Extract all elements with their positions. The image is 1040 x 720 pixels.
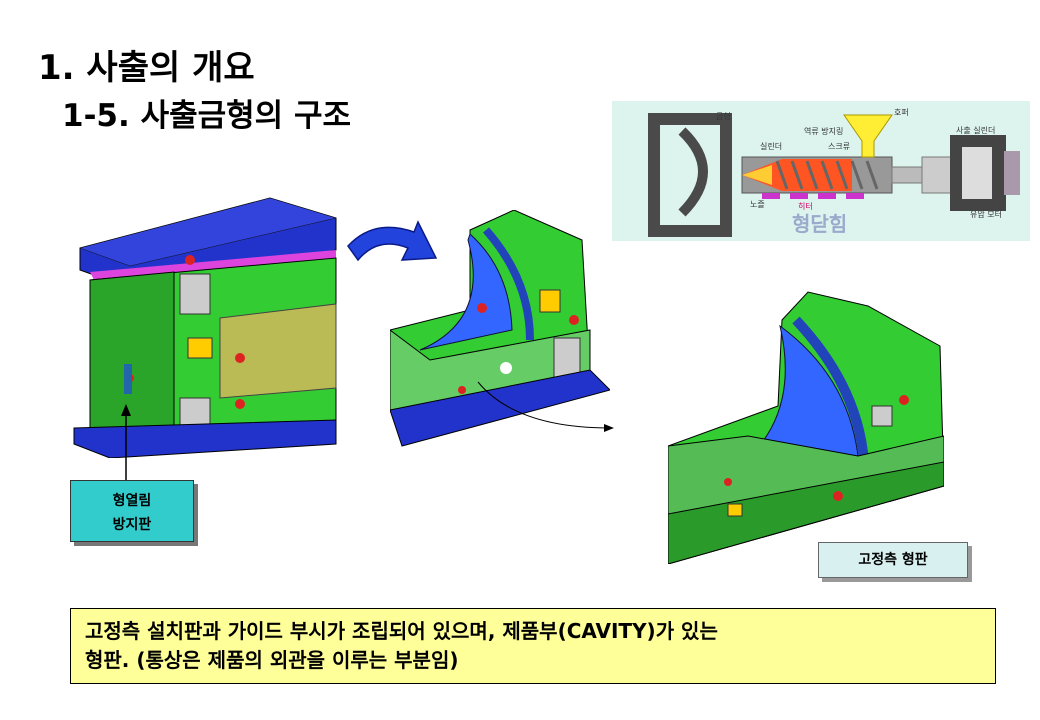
heater-label: 히터 — [798, 201, 813, 211]
rotate-arrow-icon — [347, 220, 438, 262]
anti-open-plate-label-line1: 형열림 — [112, 493, 152, 509]
mold-half-image — [390, 210, 610, 447]
check-ring-label: 역류 방지링 — [804, 126, 843, 136]
hopper-label: 호퍼 — [894, 108, 909, 117]
description-line-1: 고정측 설치판과 가이드 부시가 조립되어 있으며, 제품부(CAVITY)가 … — [85, 619, 718, 643]
injection-cylinder-label: 사출 실린더 — [956, 125, 995, 135]
fixed-side-plate-image — [668, 291, 944, 564]
anti-open-plate-label: 형열림 방지판 — [70, 480, 194, 542]
mold-close-caption: 형닫힘 — [792, 212, 847, 236]
cylinder-label: 실린더 — [760, 141, 782, 151]
callout-pointer — [121, 404, 131, 488]
mold-assembly-image — [73, 197, 337, 458]
hydraulic-motor-label: 유압 모터 — [970, 210, 1002, 219]
description-line-2: 형판. (통상은 제품의 외관을 이루는 부분임) — [85, 648, 459, 672]
page-title: 1. 사출의 개요 — [38, 48, 255, 88]
page-subtitle: 1-5. 사출금형의 구조 — [62, 98, 352, 134]
nozzle-label: 노즐 — [750, 200, 765, 209]
description-note: 고정측 설치판과 가이드 부시가 조립되어 있으며, 제품부(CAVITY)가 … — [70, 608, 996, 684]
anti-open-plate-label-line2: 방지판 — [112, 517, 152, 533]
detail-pointer — [477, 381, 614, 432]
mold-label: 금형 — [716, 112, 731, 121]
screw-label: 스크류 — [828, 142, 850, 151]
fixed-side-plate-label: 고정측 형판 — [818, 542, 968, 578]
injection-machine-diagram: 금형 역류 방지링 실린더 스크류 호퍼 사출 실린더 노즐 히터 유압 모터 … — [612, 101, 1030, 241]
